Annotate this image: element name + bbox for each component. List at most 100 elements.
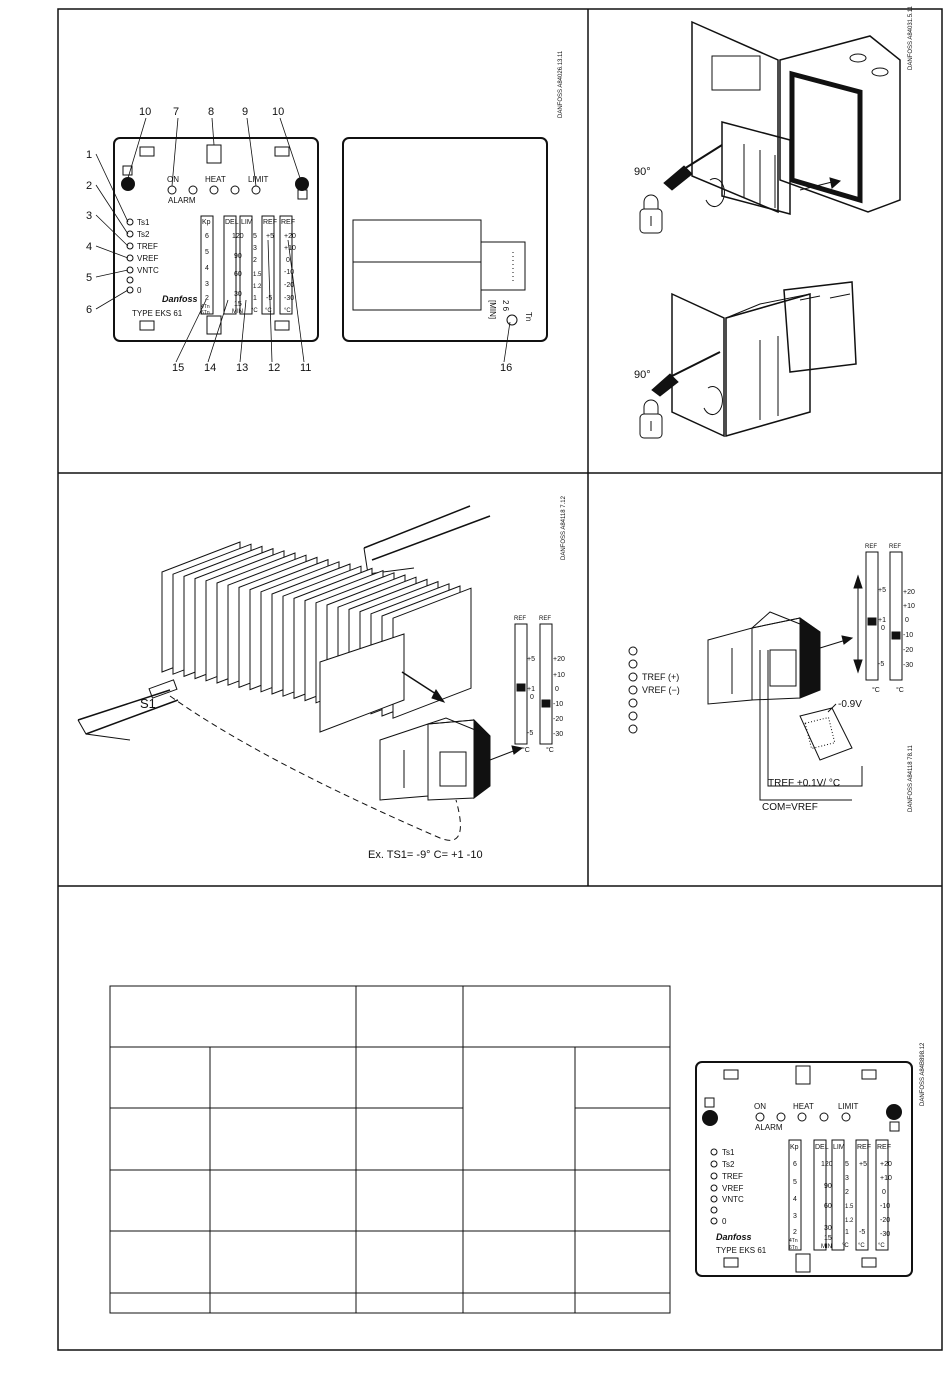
slider-head-del: DEL — [225, 219, 239, 226]
type-label: TYPE EKS 61 — [132, 309, 183, 318]
lim-tick: 1.2 — [253, 284, 262, 290]
terminal-zero: 0 — [722, 1217, 727, 1226]
panel-sensor — [77, 505, 553, 841]
ref-fine-tick: +1 — [878, 617, 886, 624]
callout: 4 — [86, 241, 92, 253]
ref-coarse-tick: +20 — [903, 589, 915, 596]
lock-open-icon — [121, 165, 135, 191]
callout: 8 — [208, 106, 214, 118]
ref-fine-tick: -5 — [859, 1229, 865, 1236]
kp-tick: 2 — [205, 295, 209, 302]
lim-tick: 1.2 — [845, 1218, 854, 1224]
panel-controller-front: ON HEAT LIMIT ALARM Ts1 Ts2 TREF VREF VN… — [86, 106, 512, 374]
del-tick: 60 — [824, 1203, 832, 1210]
slider-head-kp: Kp — [202, 219, 211, 226]
callout: 10 — [272, 106, 284, 118]
lim-tick: 5 — [253, 233, 257, 240]
ref-coarse-tick: -20 — [553, 716, 563, 723]
ref-coarse-tick: +10 — [553, 672, 565, 679]
kp-tick: 4 — [793, 1196, 797, 1203]
ref-code: DANFOSS A84031.5.11 — [908, 5, 914, 70]
ref-coarse-tick: -20 — [880, 1217, 890, 1224]
lim-tick: 5 — [845, 1161, 849, 1168]
terminal-vntc: VNTC — [722, 1195, 744, 1204]
ref-coarse-tick: -30 — [284, 295, 294, 302]
ref-fine-tick: +5 — [878, 587, 886, 594]
terminal-ts1: Ts1 — [137, 218, 150, 227]
callout: 15 — [172, 362, 184, 374]
ref-coarse-tick: +20 — [880, 1161, 892, 1168]
indicator-on: ON — [754, 1102, 766, 1111]
lock-open-icon — [702, 1097, 718, 1126]
callout: 14 — [204, 362, 216, 374]
terminal-ts2: Ts2 — [137, 230, 150, 239]
panel-calibration — [628, 551, 903, 801]
ref-coarse-tick: -20 — [903, 647, 913, 654]
callout: 6 — [86, 304, 92, 316]
slider-head-del: DEL — [815, 1144, 829, 1151]
ref-fine-tick: °C — [872, 686, 880, 694]
panel-mounting — [639, 20, 901, 439]
callout: 13 — [236, 362, 248, 374]
callout: 11 — [300, 362, 311, 374]
ref-coarse-tick: +20 — [553, 656, 565, 663]
del-tick: 15 — [824, 1235, 832, 1242]
back-label-26: 2 6 — [501, 300, 510, 312]
back-label-tn: Tn — [524, 312, 533, 321]
example-text: Ex. TS1= -9° C= +1 -10 — [368, 849, 483, 861]
ref-coarse-tick: °C — [546, 746, 554, 754]
ref-coarse-tick: -30 — [553, 731, 563, 738]
lock-closed-icon — [295, 177, 309, 200]
terminal-vntc: VNTC — [137, 266, 159, 275]
indicator-limit: LIMIT — [248, 175, 269, 184]
kp-tick: 6Tn — [201, 310, 210, 316]
ref-code: DANFOSS A84118 78.11 — [908, 745, 914, 812]
lim-tick: °C — [842, 1243, 849, 1249]
lim-tick: 2 — [845, 1189, 849, 1196]
callout: 5 — [86, 272, 92, 284]
terminal-zero: 0 — [137, 286, 142, 295]
ref-fine-tick: 0 — [530, 694, 534, 701]
indicator-on: ON — [167, 175, 179, 184]
indicator-alarm: ALARM — [755, 1123, 783, 1132]
terminal-tref: TREF — [137, 242, 158, 251]
ref-coarse-tick: 0 — [882, 1189, 886, 1196]
del-tick: 90 — [824, 1183, 832, 1190]
terminal-list: Ts1 Ts2 TREF VREF VNTC 0 — [710, 1148, 744, 1226]
lim-tick: 1 — [253, 295, 257, 302]
del-tick: 60 — [234, 271, 242, 278]
slider-head-lim: LIM — [241, 219, 253, 226]
ref-fine-tick: +5 — [527, 656, 535, 663]
slider-head-kp: Kp — [790, 1144, 799, 1151]
del-tick: 120 — [821, 1161, 833, 1168]
ref-coarse-tick: +20 — [284, 233, 296, 240]
tref-formula: TREF +0.1V/ °C — [768, 778, 840, 789]
slider-head-ref-coarse: REF — [889, 544, 901, 550]
lock-icon — [639, 399, 663, 439]
slider-head-ref-fine: REF — [865, 544, 877, 550]
indicator-limit: LIMIT — [838, 1102, 859, 1111]
ref-code: DANFOSS A84026.13.11 — [558, 50, 564, 118]
panel-controller-front-small: ON HEAT LIMIT ALARM Ts1 Ts2 TREF VREF VN… — [695, 1061, 913, 1277]
del-tick: MIN — [232, 309, 243, 315]
callout: 9 — [242, 106, 248, 118]
kp-tick: 2 — [793, 1229, 797, 1236]
ref-coarse-tick: -10 — [880, 1203, 890, 1210]
angle-label-top: 90° — [634, 166, 651, 178]
ref-coarse-tick: +10 — [880, 1175, 892, 1182]
ref-fine-tick: +1 — [527, 686, 535, 693]
terminal-tref: TREF (+) — [642, 672, 679, 682]
terminal-ts1: Ts1 — [722, 1148, 735, 1157]
lim-tick: °C — [251, 308, 258, 314]
evaporator-fins — [161, 541, 472, 733]
ref-fine-tick: -5 — [527, 730, 533, 737]
ref-fine-tick: -5 — [878, 661, 884, 668]
del-tick: 90 — [234, 253, 242, 260]
ref-coarse-tick: -30 — [880, 1231, 890, 1238]
page-frame — [57, 8, 943, 1351]
slider-head-ref-fine: REF — [514, 616, 526, 622]
terminal-list: Ts1 Ts2 TREF VREF VNTC 0 — [126, 218, 159, 295]
kp-tick: 3 — [793, 1213, 797, 1220]
panel-controller-back: Tn [MIN] 2 6 DANFOSS A84026.13.11 — [342, 50, 564, 342]
back-label-min: [MIN] — [488, 300, 497, 319]
